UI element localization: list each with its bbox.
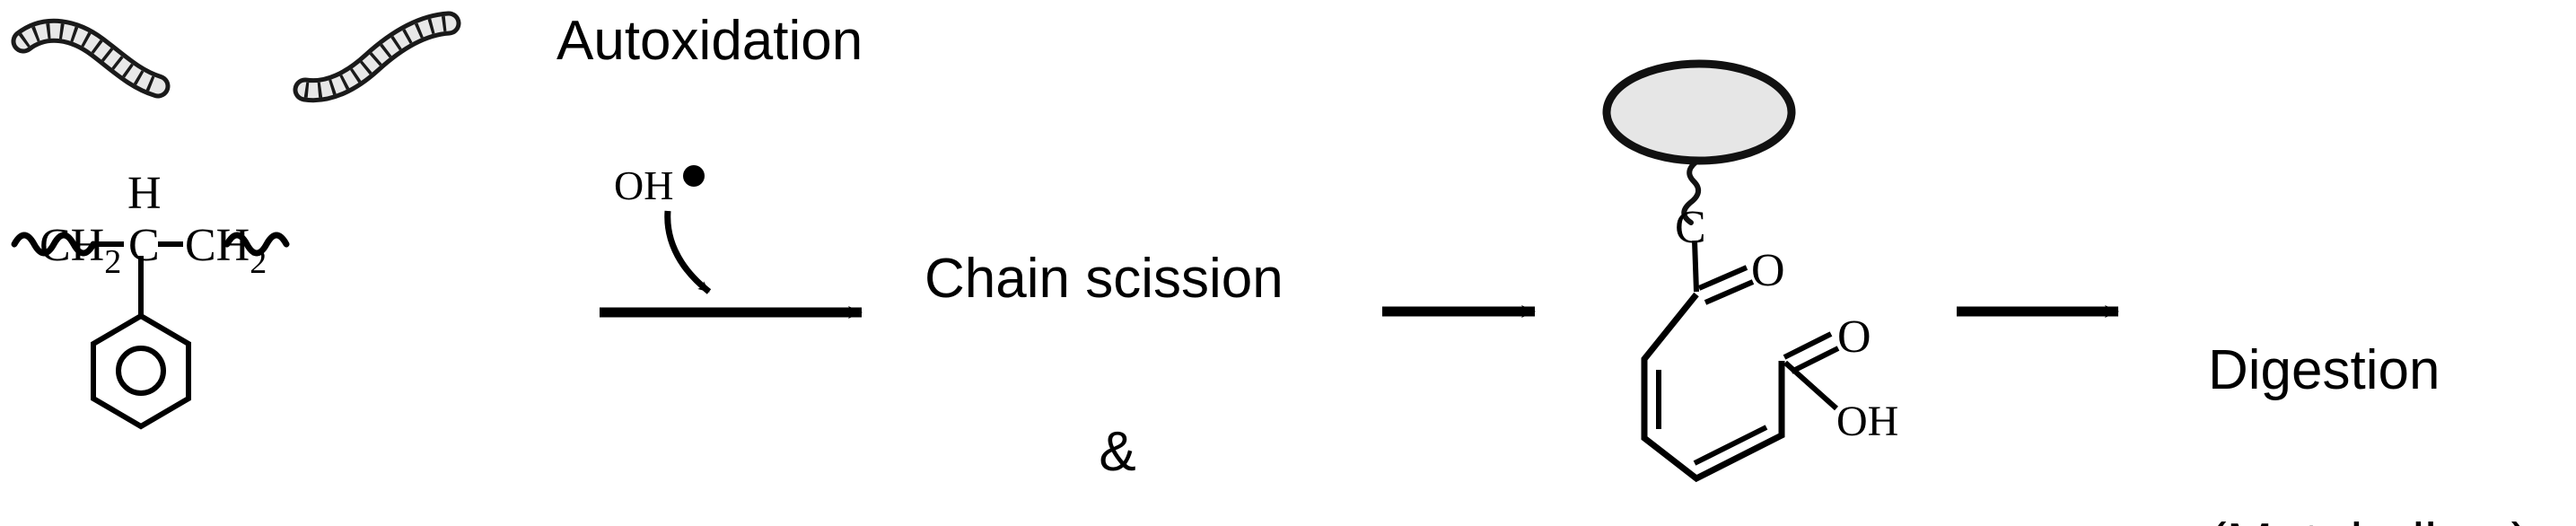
digestion-line-2: (Metabolism) — [2208, 514, 2576, 526]
autoxidation-label: Autoxidation — [556, 10, 863, 72]
ring-opened-product-structure — [1602, 59, 1840, 483]
label-c-product: C — [1675, 202, 1706, 253]
benzene-hexagon — [91, 312, 191, 430]
label-o-ketone: O — [1751, 245, 1785, 296]
curved-radical-arrow — [664, 210, 712, 294]
chain-scission-line-2: & — [1099, 421, 1136, 484]
label-o-acid: O — [1837, 311, 1871, 363]
acid-bond-to-oh — [1783, 360, 1839, 411]
polystyrene-structure — [11, 232, 290, 430]
mealworm-larva-left-icon — [11, 18, 171, 99]
diene-backbone — [1641, 292, 1785, 483]
double-bond-inner-bottom — [1693, 425, 1768, 466]
label-ch2-left: CH2 — [39, 220, 121, 281]
step1-arrow-group — [600, 210, 863, 319]
digestion-text-block: Digestion (Metabolism) — [2208, 226, 2576, 526]
acid-double-bond-a — [1783, 331, 1833, 360]
label-c-center: C — [128, 220, 160, 271]
squiggle-bond-left — [11, 232, 97, 257]
chain-scission-text-block: Chain scission & Benzene ring-opening re… — [924, 135, 1355, 526]
squiggle-bond-right — [223, 232, 290, 257]
label-oh-acid: OH — [1836, 398, 1898, 445]
ketone-double-bond-b — [1704, 279, 1755, 305]
aromatic-circle — [116, 346, 166, 396]
chain-scission-line-1: Chain scission — [924, 247, 1284, 310]
label-ch2-left-subscript: 2 — [104, 243, 121, 281]
label-ch2-right-subscript: 2 — [250, 243, 267, 281]
radical-dot-icon — [683, 165, 705, 187]
mealworm-larva-right-icon — [293, 11, 461, 103]
label-h-center: H — [127, 168, 162, 219]
squiggle-bond-to-carbonyl — [1681, 157, 1702, 225]
digestion-line-1: Digestion — [2208, 338, 2440, 401]
bond-c-to-carbonyl — [1692, 240, 1699, 293]
label-oh-radical: OH — [614, 162, 673, 208]
ketone-double-bond-a — [1697, 265, 1748, 291]
label-ch2-right: CH2 — [185, 220, 267, 281]
acid-double-bond-b — [1790, 346, 1840, 374]
